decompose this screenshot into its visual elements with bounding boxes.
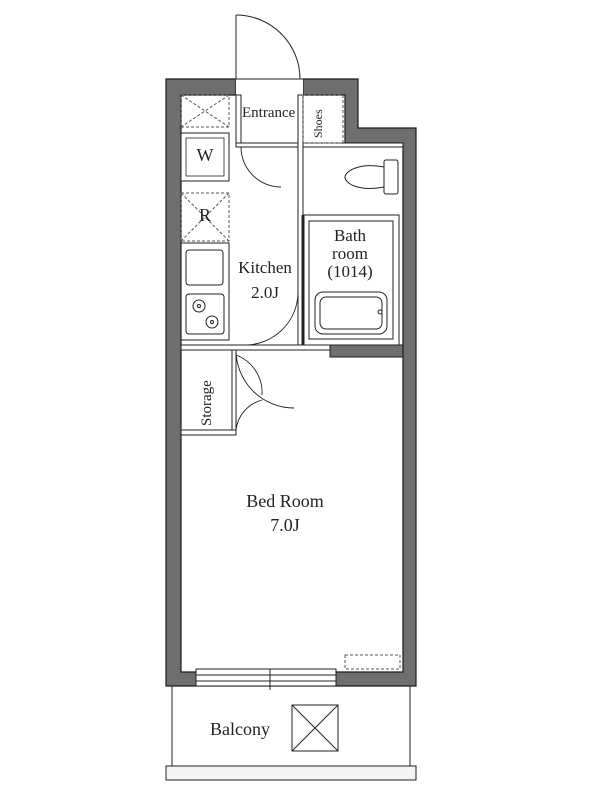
kitchen-doors	[240, 146, 299, 346]
bathroom-unit	[301, 214, 400, 346]
shoes-label: Shoes	[311, 109, 325, 138]
kitchen-label: Kitchen	[238, 258, 292, 277]
bedroom-door	[235, 349, 295, 409]
washer-label: W	[196, 145, 214, 165]
balcony-label: Balcony	[210, 719, 270, 739]
kitchen-size-label: 2.0J	[251, 283, 279, 302]
bedroom-label: Bed Room	[246, 491, 324, 511]
entrance-label: Entrance	[242, 105, 296, 121]
fridge-label: R	[198, 205, 211, 225]
washer-box	[180, 132, 230, 182]
exterior-wall	[165, 78, 417, 687]
entrance-door	[235, 14, 303, 95]
bedroom-corner-box	[344, 654, 401, 670]
closet-boxes	[180, 94, 344, 242]
bathroom-size-label: (1014)	[327, 262, 373, 281]
storage-door	[235, 354, 263, 431]
bathroom-label-line2: room	[332, 244, 368, 263]
storage-label: Storage	[199, 380, 215, 426]
balcony-area	[165, 686, 417, 781]
bedroom-size-label: 7.0J	[270, 515, 300, 535]
kitchen-counter	[180, 242, 230, 341]
toilet	[344, 159, 399, 195]
balcony-window	[195, 668, 337, 690]
bathroom-label-line1: Bath	[333, 226, 367, 245]
stove-burners	[192, 299, 219, 329]
